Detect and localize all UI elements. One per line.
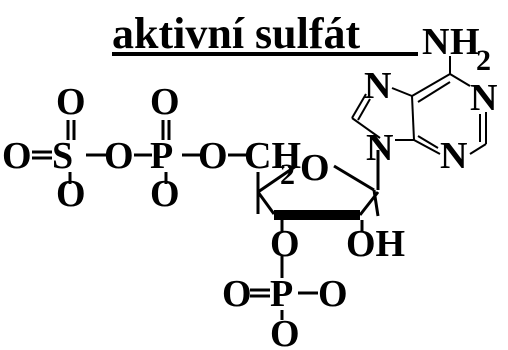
bond-c8-n7-inner: [357, 98, 371, 121]
atom-n3: N: [440, 135, 467, 177]
atom-o-bottom-p1: O: [150, 173, 180, 215]
atom-o-p2-right: O: [318, 273, 348, 315]
title: aktivní sulfát: [112, 9, 361, 58]
atom-o-bridge-1: O: [104, 135, 134, 177]
bond-c5-c6-inner: [417, 81, 451, 103]
atom-ch: CH: [244, 135, 301, 177]
atom-amine-subscript: 2: [476, 44, 491, 77]
atom-n1: N: [470, 77, 497, 119]
bond-c6-n1: [449, 73, 471, 87]
atom-p2: P: [270, 273, 293, 315]
bond-n3-c4-inner: [417, 135, 439, 149]
atom-o-left: O: [2, 135, 32, 177]
bond-n7-c5: [391, 87, 413, 97]
bond-c5-c6: [411, 73, 451, 97]
atom-p1: P: [150, 135, 173, 177]
bond-c3-c2-wedge: [274, 210, 360, 220]
bond-c8-n7: [351, 93, 367, 119]
bond-c2-c1: [358, 191, 380, 216]
atom-o-top-p1: O: [150, 81, 180, 123]
atom-s: S: [52, 135, 73, 177]
atom-o-bottom-s: O: [56, 173, 86, 215]
atom-o-p2-left: O: [222, 273, 252, 315]
atom-n7: N: [364, 65, 391, 107]
bond-c2-n3: [469, 143, 487, 155]
atom-o-bridge-2: O: [198, 135, 228, 177]
bond-c4-c3: [256, 191, 276, 215]
bond-n9-c8: [351, 117, 381, 139]
bond-c4-o-ring: [257, 164, 297, 194]
atom-oh: OH: [346, 223, 405, 265]
atom-o-p2-bottom: O: [270, 313, 300, 350]
bond-c5-c4a: [411, 95, 415, 141]
atom-o-top-s: O: [56, 81, 86, 123]
bond-n3-c4: [413, 139, 441, 155]
atom-o-ring: O: [300, 147, 330, 189]
bond-o-ring-c1: [333, 164, 375, 192]
atom-o-3prime: O: [270, 223, 300, 265]
atom-h-amine: H: [450, 21, 480, 63]
atom-n9: N: [366, 127, 393, 169]
atom-ch-subscript: 2: [280, 158, 295, 191]
atom-n-amine: N: [422, 21, 449, 63]
